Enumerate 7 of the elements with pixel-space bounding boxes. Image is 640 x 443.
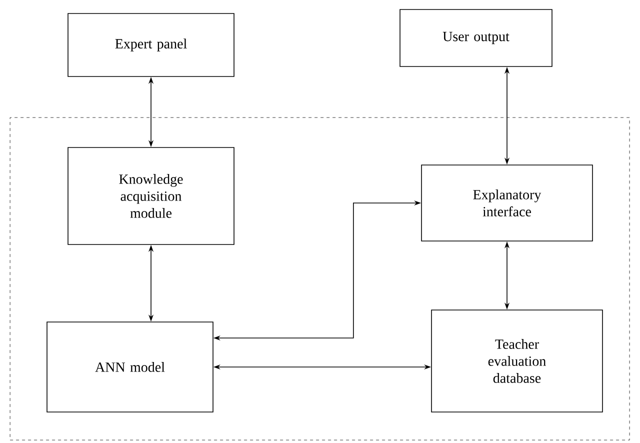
process-box: Teacher evaluation database xyxy=(431,310,603,412)
process-box: User output xyxy=(400,9,552,67)
process-box: ANN model xyxy=(46,322,214,412)
process-box: Expert panel xyxy=(68,13,234,77)
process-box: Knowledge acquisition module xyxy=(68,147,234,245)
process-box: Explanatory interface xyxy=(421,164,593,242)
system-boundary xyxy=(10,117,630,440)
